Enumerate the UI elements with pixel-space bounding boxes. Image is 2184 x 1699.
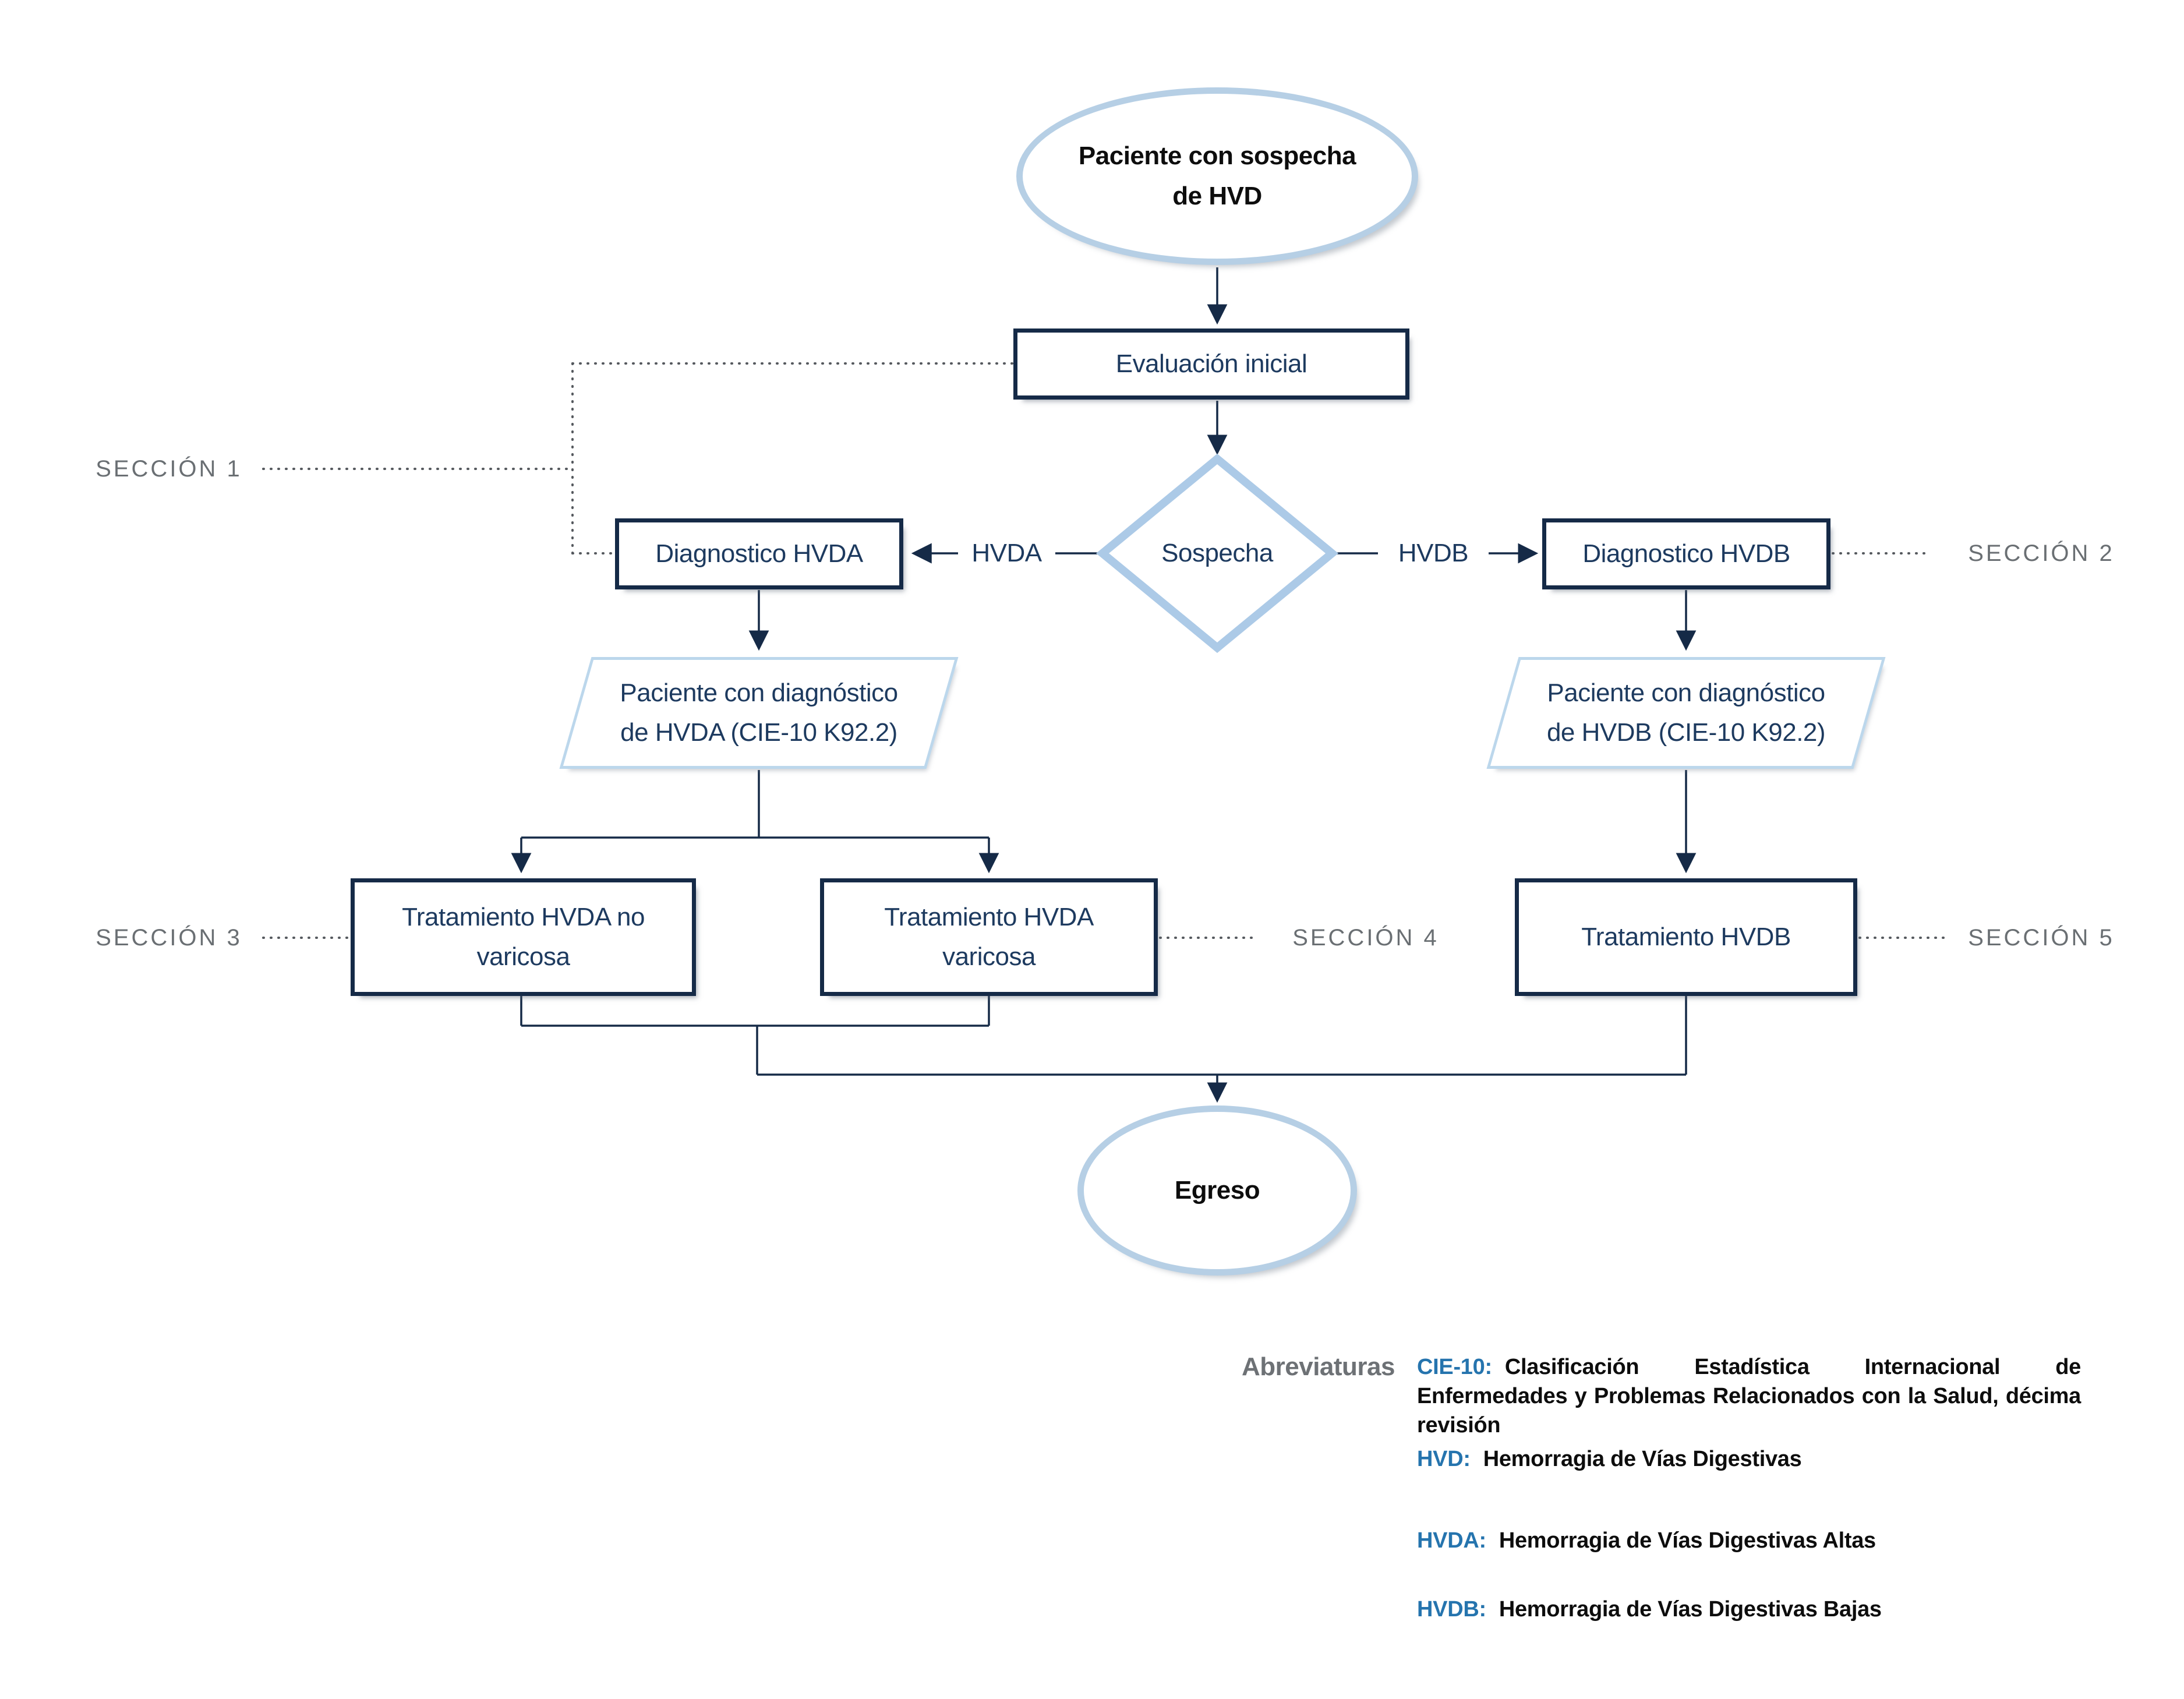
seccion1-text: SECCIÓN 1: [96, 455, 242, 482]
section-label-5: SECCIÓN 5: [1945, 919, 2137, 956]
trat-hvdb-label: Tratamiento HVDB: [1581, 922, 1791, 951]
decision-diamond-shape: [1095, 453, 1339, 654]
abbreviation-row-hvda: HVDA: Hemorragia de Vías Digestivas Altas: [1417, 1526, 2116, 1555]
diag-hvdb-label: Diagnostico HVDB: [1582, 539, 1790, 568]
abbr-def-hvdb: Hemorragia de Vías Digestivas Bajas: [1499, 1597, 1882, 1622]
pgram-hvdb-label: Paciente con diagnóstico de HVDB (CIE-10…: [1546, 678, 1826, 747]
abbr-term-cie10: CIE-10:: [1417, 1355, 1492, 1379]
node-decision-sospecha: Sospecha: [1102, 459, 1332, 648]
abbreviation-row-hvd: HVD: Hemorragia de Vías Digestivas: [1417, 1444, 2116, 1474]
trat-novar-label: Tratamiento HVDA no varicosa: [402, 902, 645, 971]
trat-var-label: Tratamiento HVDA varicosa: [884, 902, 1094, 971]
node-evaluacion-label: Evaluación inicial: [1115, 349, 1307, 378]
node-tratamiento-hvda-varicosa: Tratamiento HVDA varicosa: [820, 878, 1158, 996]
abbreviation-row-hvdb: HVDB: Hemorragia de Vías Digestivas Bajas: [1417, 1595, 2116, 1624]
section-label-2: SECCIÓN 2: [1945, 535, 2137, 572]
node-diagnostico-hvda: Diagnostico HVDA: [615, 518, 903, 589]
node-tratamiento-hvdb: Tratamiento HVDB: [1515, 878, 1857, 996]
seccion2-text: SECCIÓN 2: [1968, 540, 2115, 566]
section-label-1: SECCIÓN 1: [76, 450, 262, 488]
section-label-4: SECCIÓN 4: [1273, 919, 1459, 956]
edge-label-hvdb: HVDB: [1378, 533, 1489, 574]
abbr-def-hvda: Hemorragia de Vías Digestivas Altas: [1499, 1528, 1876, 1553]
abbr-term-hvdb: HVDB:: [1417, 1597, 1486, 1622]
abbr-term-hvda: HVDA:: [1417, 1528, 1486, 1553]
abbreviations-title: Abreviaturas: [1241, 1352, 1395, 1381]
seccion3-text: SECCIÓN 3: [96, 924, 242, 951]
decision-label: Sospecha: [1161, 539, 1273, 567]
abbr-term-hvd: HVD:: [1417, 1447, 1471, 1471]
node-paciente-hvdb: Paciente con diagnóstico de HVDB (CIE-10…: [1486, 657, 1886, 769]
node-egreso-label: Egreso: [1174, 1175, 1260, 1205]
node-start-label: Paciente con sospecha de HVD: [1078, 142, 1356, 210]
diag-hvda-label: Diagnostico HVDA: [655, 539, 863, 568]
node-evaluacion-inicial: Evaluación inicial: [1013, 329, 1409, 400]
hvdb-text: HVDB: [1398, 539, 1469, 567]
node-paciente-hvda: Paciente con diagnóstico de HVDA (CIE-10…: [559, 657, 959, 769]
hvda-text: HVDA: [971, 539, 1042, 567]
abbreviation-row-cie10: CIE-10:Clasificación Estadística Interna…: [1417, 1352, 2081, 1440]
node-tratamiento-hvda-no-varicosa: Tratamiento HVDA no varicosa: [351, 878, 696, 996]
seccion4-text: SECCIÓN 4: [1292, 924, 1439, 951]
section-label-3: SECCIÓN 3: [76, 919, 262, 956]
abbr-def-hvd: Hemorragia de Vías Digestivas: [1483, 1447, 1802, 1471]
abbr-def-cie10: Clasificación Estadística Internacional …: [1417, 1355, 2081, 1437]
seccion5-text: SECCIÓN 5: [1968, 924, 2115, 951]
pgram-hvda-label: Paciente con diagnóstico de HVDA (CIE-10…: [620, 678, 898, 747]
edge-label-hvda: HVDA: [958, 533, 1055, 574]
node-start-terminator: Paciente con sospecha de HVD: [1016, 87, 1418, 265]
node-diagnostico-hvdb: Diagnostico HVDB: [1542, 518, 1830, 589]
node-egreso-terminator: Egreso: [1077, 1105, 1357, 1276]
